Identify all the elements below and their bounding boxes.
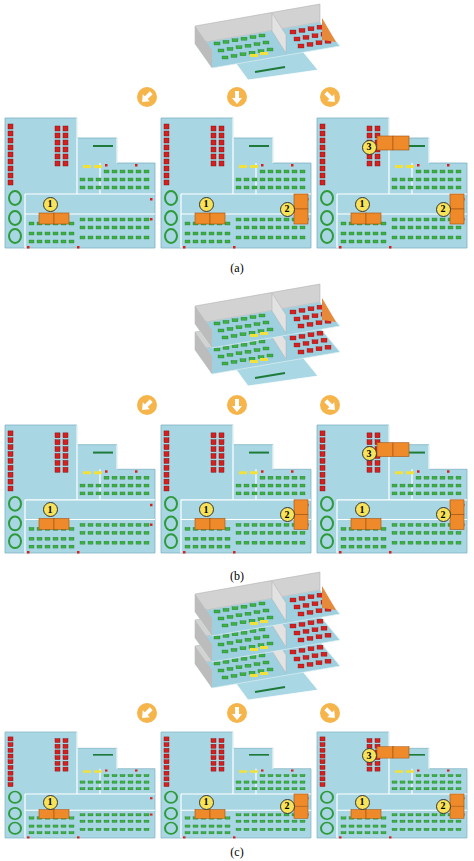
callout-text: 1 [204, 199, 209, 209]
callout-text: 2 [285, 204, 290, 214]
callout-text: 2 [285, 510, 290, 520]
view-arrows [137, 395, 340, 415]
panel-caption: (b) [230, 570, 244, 582]
callout-number: 3 [362, 140, 377, 155]
callout-number: 1 [199, 197, 214, 212]
building-3d [195, 284, 340, 386]
callout-text: 3 [367, 751, 372, 761]
building-3d [195, 572, 340, 700]
callout-text: 3 [367, 449, 372, 459]
building-3d [195, 4, 340, 80]
callout-text: 2 [441, 204, 446, 214]
callout-number: 1 [43, 795, 58, 810]
callout-number: 1 [43, 502, 58, 517]
callout-number: 2 [280, 202, 295, 217]
panel-caption: (c) [230, 846, 243, 858]
callout-number: 2 [280, 799, 295, 814]
floor-plan [5, 732, 155, 838]
callout-number: 3 [362, 446, 377, 461]
callout-number: 1 [199, 795, 214, 810]
callout-text: 2 [285, 801, 290, 811]
floor-plan [161, 732, 311, 838]
callout-number: 3 [362, 748, 377, 763]
floor-plan [5, 425, 155, 553]
callout-number: 1 [355, 502, 370, 517]
callout-text: 1 [48, 199, 53, 209]
floor-plan [161, 118, 311, 249]
floor-plan [5, 118, 155, 249]
callout-number: 2 [280, 507, 295, 522]
callout-text: 1 [360, 505, 365, 515]
callout-text: 2 [441, 801, 446, 811]
callout-text: 1 [48, 505, 53, 515]
callout-text: 3 [367, 142, 372, 152]
view-arrows [137, 87, 340, 107]
callout-number: 2 [436, 507, 451, 522]
callout-number: 2 [436, 799, 451, 814]
view-arrows [137, 703, 340, 723]
floor-plan [317, 425, 467, 553]
floor-plan [317, 732, 467, 838]
callout-text: 1 [360, 797, 365, 807]
floor-plan [161, 425, 311, 553]
callout-number: 2 [436, 202, 451, 217]
callout-number: 1 [355, 795, 370, 810]
callout-number: 1 [199, 502, 214, 517]
callout-text: 2 [441, 510, 446, 520]
callout-number: 1 [43, 197, 58, 212]
callout-text: 1 [204, 505, 209, 515]
callout-text: 1 [360, 199, 365, 209]
panel-caption: (a) [230, 262, 243, 274]
callout-text: 1 [48, 797, 53, 807]
callout-text: 1 [204, 797, 209, 807]
callout-number: 1 [355, 197, 370, 212]
floor-plan [317, 118, 467, 249]
